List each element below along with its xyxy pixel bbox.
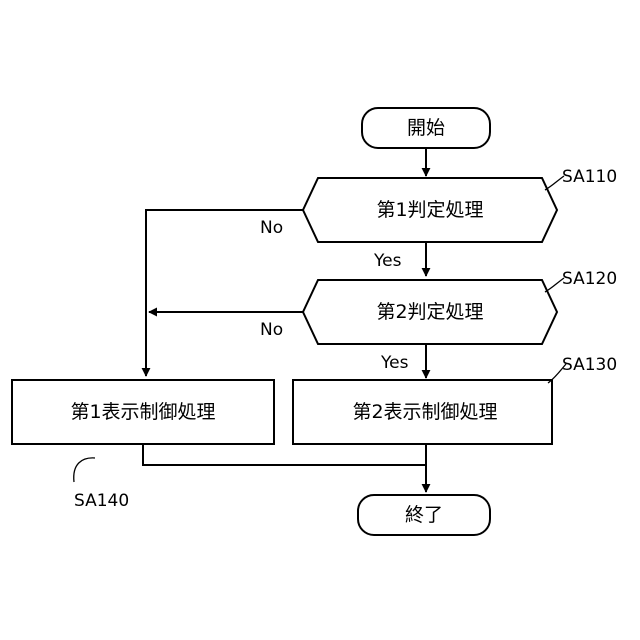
decision1-label: 第1判定処理 xyxy=(376,199,483,221)
decision1-node: 第1判定処理 xyxy=(303,178,557,242)
first-display-process-label: 第1表示制御処理 xyxy=(70,401,215,423)
end-node: 終了 xyxy=(358,495,490,535)
decision2-yes-label: Yes xyxy=(380,353,409,373)
connector-first-display-to-end xyxy=(143,444,426,465)
sa130-label: SA130 xyxy=(562,355,617,375)
first-display-process-node: 第1表示制御処理 xyxy=(12,380,274,444)
sa140-label: SA140 xyxy=(74,491,129,511)
decision2-no-label: No xyxy=(260,320,283,340)
decision2-node: 第2判定処理 xyxy=(303,280,557,344)
sa140-leader xyxy=(74,458,95,482)
decision1-yes-label: Yes xyxy=(373,251,402,271)
second-display-process-label: 第2表示制御処理 xyxy=(352,401,497,423)
sa110-label: SA110 xyxy=(562,167,617,187)
start-node: 開始 xyxy=(362,108,490,148)
second-display-process-node: 第2表示制御処理 xyxy=(293,380,552,444)
sa120-label: SA120 xyxy=(562,269,617,289)
end-label: 終了 xyxy=(405,504,443,526)
start-label: 開始 xyxy=(407,117,445,139)
decision2-label: 第2判定処理 xyxy=(376,301,483,323)
decision1-no-label: No xyxy=(260,218,283,238)
